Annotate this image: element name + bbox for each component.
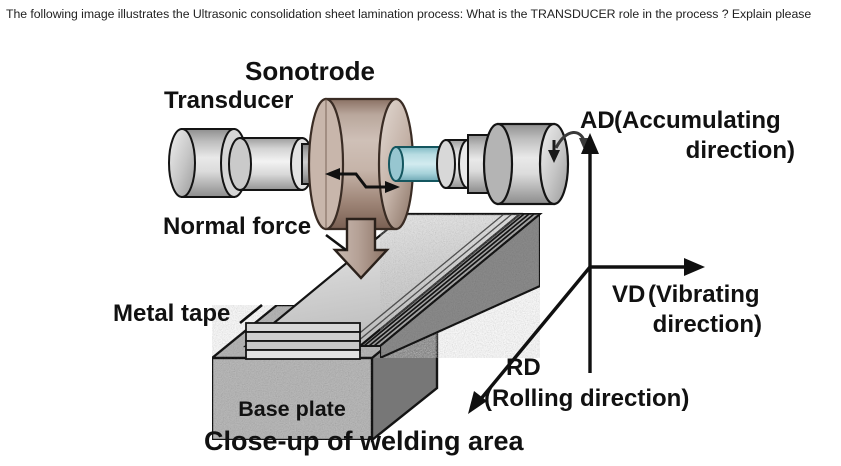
base-plate-label: Base plate xyxy=(238,397,346,421)
tape-stack-top-striations xyxy=(343,213,513,347)
sonotrode-group: Sonotrode xyxy=(245,56,415,280)
normal-force-label: Normal force xyxy=(163,213,311,240)
ad-name-label-2: direction) xyxy=(686,137,795,164)
transducer-label: Transducer xyxy=(164,87,293,114)
diagram-canvas: Base plate xyxy=(113,56,795,456)
vd-axis xyxy=(590,258,705,276)
rd-abbr-label: RD xyxy=(506,354,541,381)
vibration-arrow-head-left xyxy=(325,168,340,180)
vibration-arrow-head-right xyxy=(385,181,400,193)
ultrasonic-consolidation-diagram: Base plate xyxy=(0,28,841,466)
metal-tape-stack-group xyxy=(242,211,543,360)
rd-name-label: (Rolling direction) xyxy=(484,385,689,412)
tape-stack-far-wall xyxy=(378,211,542,360)
ad-abbr-label: AD xyxy=(580,107,615,134)
figure-caption: Close-up of welding area xyxy=(204,426,525,456)
metal-tape-label: Metal tape xyxy=(113,300,230,327)
vd-name-label: (Vibrating xyxy=(648,281,760,308)
sonotrode-label: Sonotrode xyxy=(245,56,375,86)
normal-force-leader-line xyxy=(325,233,347,252)
right-shaft-assembly xyxy=(388,122,591,206)
vd-name-label-2: direction) xyxy=(653,311,762,338)
transducer-mid-cylinder xyxy=(228,137,314,191)
rd-axis xyxy=(468,265,592,414)
vd-arrow-head xyxy=(684,258,705,276)
question-text: The following image illustrates the Ultr… xyxy=(6,7,812,21)
vd-abbr-label: VD xyxy=(612,281,645,308)
tape-cross-section xyxy=(245,322,361,360)
accumulating-roller xyxy=(482,122,570,206)
question-bar: The following image illustrates the Ultr… xyxy=(0,0,841,28)
ad-axis xyxy=(581,133,599,373)
base-plate-front-face xyxy=(210,356,374,442)
ad-arrow-head xyxy=(581,133,599,154)
rd-arrow-head xyxy=(468,391,487,414)
tape-lamination-lines xyxy=(363,213,535,347)
vibration-arrow xyxy=(330,172,394,189)
metal-tape-leader-line xyxy=(239,303,263,325)
roller-face-arrow xyxy=(548,140,560,163)
coordinate-axes: AD (Accumulating direction) VD (Vibratin… xyxy=(468,107,795,414)
ad-name-label: (Accumulating xyxy=(614,107,781,134)
